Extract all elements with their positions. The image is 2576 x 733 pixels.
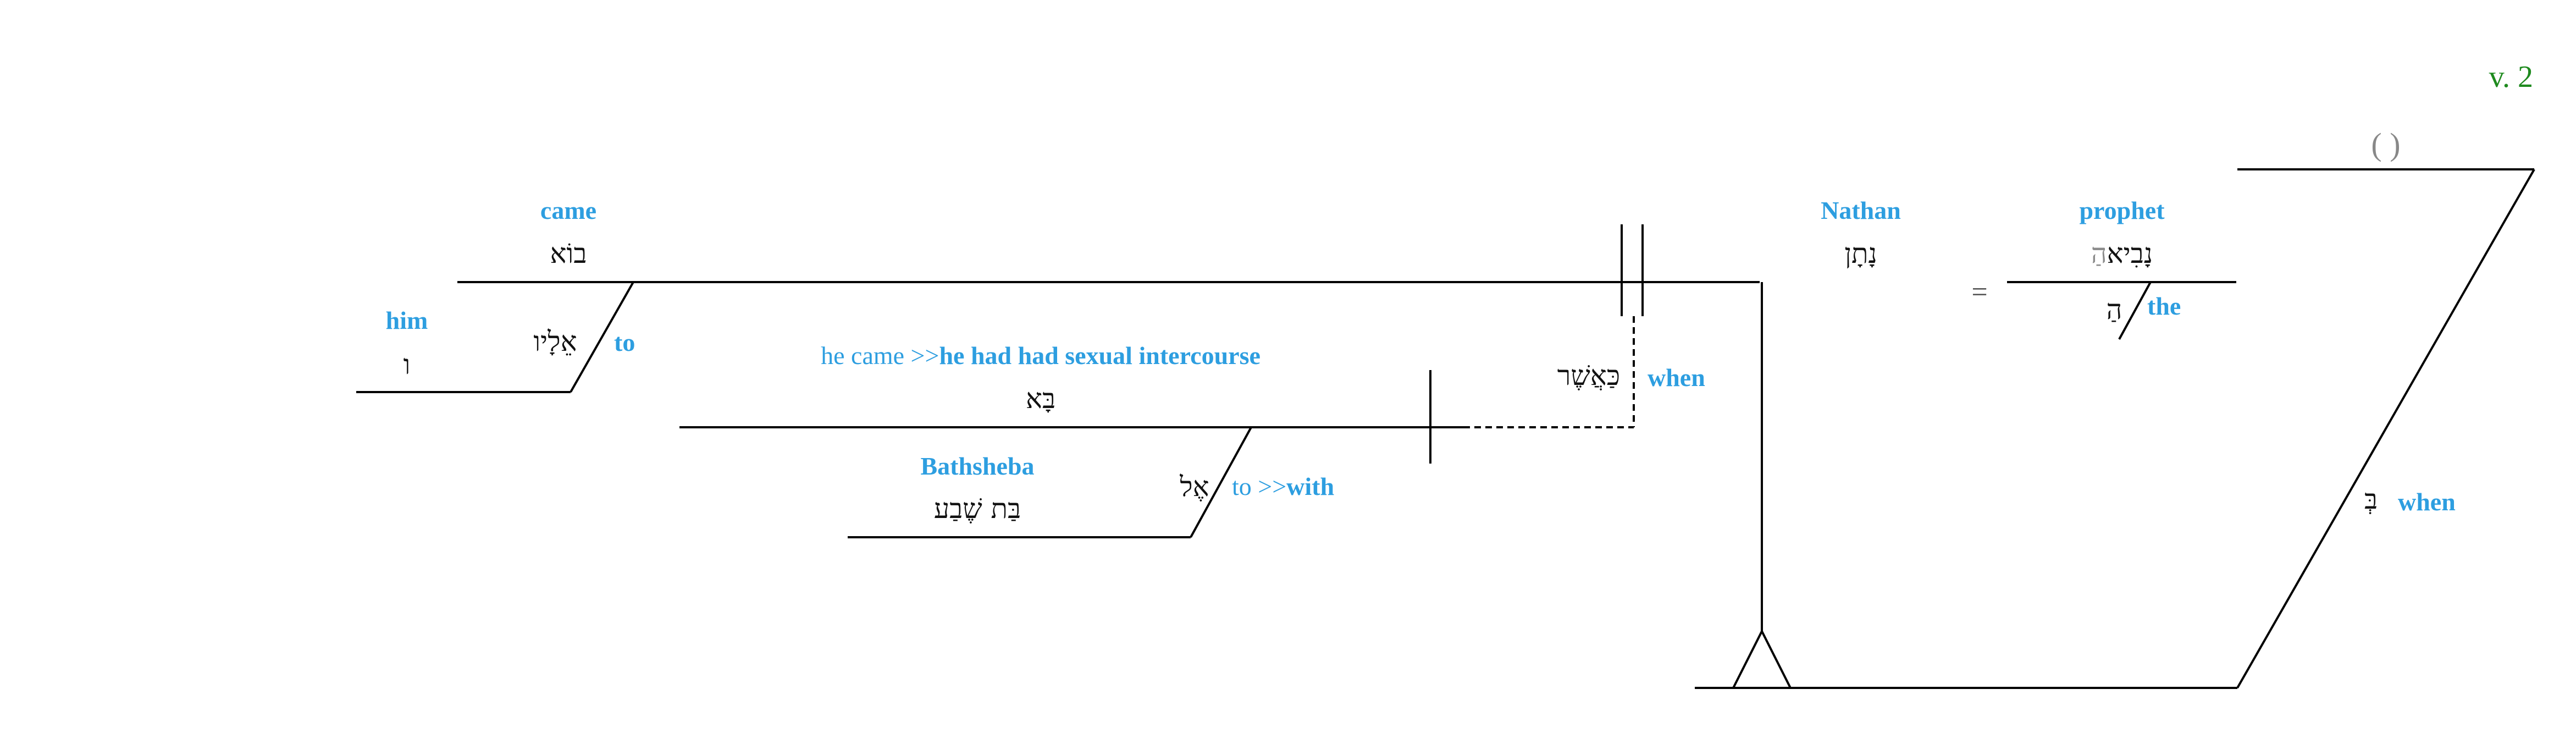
when-be-slant: [2236, 169, 2535, 688]
he-came-gloss-bold: he had had sexual intercourse: [939, 341, 1260, 370]
to-gloss: to: [614, 328, 635, 356]
he-came-gloss: he came >>he had had sexual intercourse: [821, 341, 1261, 370]
when-asher-hebrew: כַּאֲשֶׁר: [1557, 360, 1620, 392]
the-modifier-line: [2118, 282, 2152, 340]
prophet-gloss: prophet: [2079, 196, 2165, 224]
apposition-equals: =: [1971, 277, 1987, 308]
to-him-hebrew: אֵלָיו: [533, 326, 577, 357]
with-gloss-plain: to >>: [1232, 472, 1286, 500]
with-gloss-bold: with: [1286, 472, 1334, 500]
stand-tripod: [1732, 629, 1792, 688]
bathsheba-hebrew: בַּת שֶׁבַע: [934, 493, 1021, 525]
when-be-hebrew: בְּ: [2364, 483, 2378, 515]
he-came-gloss-plain: he came >>: [821, 341, 939, 370]
with-gloss: to >>with: [1232, 472, 1334, 500]
he-came-hebrew: בָּא: [1026, 383, 1055, 415]
prophet-hebrew-article: הַ: [2091, 238, 2107, 269]
with-slant: [1190, 427, 1252, 538]
when-be-gloss: when: [2398, 488, 2456, 516]
the-hebrew: הַ: [2107, 294, 2122, 326]
came-gloss: came: [540, 196, 596, 224]
when-asher-gloss: when: [1648, 363, 1705, 392]
verse-label: v. 2: [2489, 60, 2533, 94]
came-hebrew: בוֹא: [550, 238, 587, 269]
empty-clause-parens: ( ): [2371, 126, 2400, 162]
with-hebrew: אֶל: [1179, 471, 1209, 503]
the-gloss: the: [2147, 292, 2181, 320]
prophet-hebrew-word: נָבִיא: [2107, 238, 2153, 269]
nathan-gloss: Nathan: [1821, 196, 1901, 224]
bathsheba-gloss: Bathsheba: [920, 452, 1034, 480]
to-him-slant: [570, 282, 634, 393]
nathan-hebrew: נָתָן: [1844, 238, 1877, 269]
him-gloss: him: [386, 306, 428, 334]
prophet-hebrew: נָבִיאהַ: [2091, 238, 2153, 269]
him-hebrew: ו: [403, 349, 411, 381]
